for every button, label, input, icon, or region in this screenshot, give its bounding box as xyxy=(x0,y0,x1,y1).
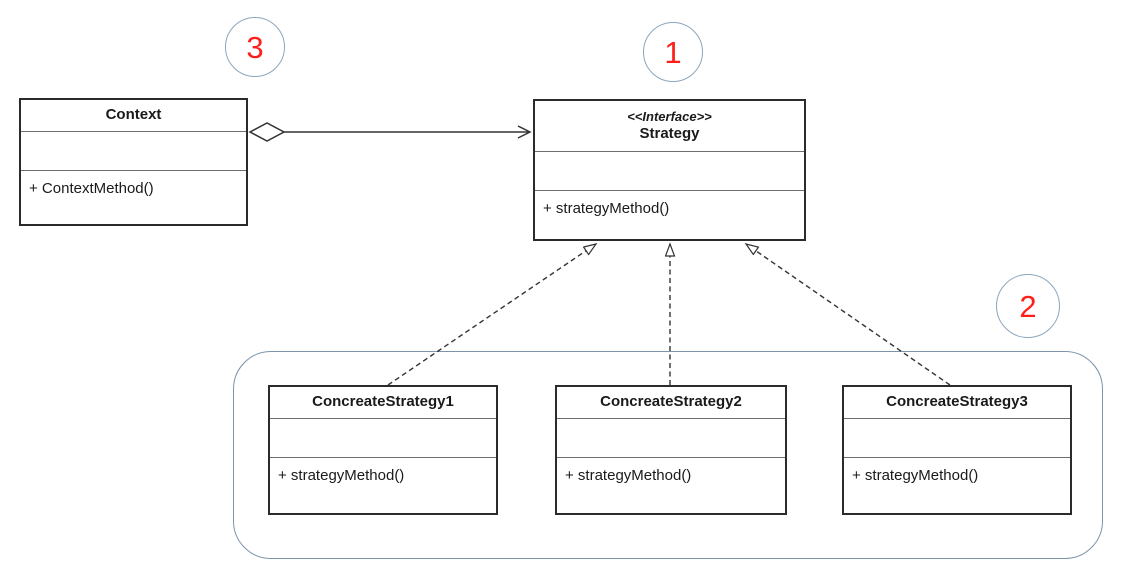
class-concreatestrategy1: ConcreateStrategy1 + strategyMethod() xyxy=(268,385,498,515)
class-concreatestrategy3: ConcreateStrategy3 + strategyMethod() xyxy=(842,385,1072,515)
method-label: + strategyMethod() xyxy=(844,457,1070,513)
open-arrowhead-icon xyxy=(517,125,532,139)
method-label: + ContextMethod() xyxy=(21,170,246,224)
concrete-strategies-container xyxy=(233,351,1103,559)
class-name: Context xyxy=(105,106,162,124)
class-name: ConcreateStrategy2 xyxy=(600,393,742,411)
method-label: + strategyMethod() xyxy=(557,457,785,513)
class-name: ConcreateStrategy1 xyxy=(312,393,454,411)
attributes-section xyxy=(21,131,246,170)
method-label: + strategyMethod() xyxy=(270,457,496,513)
step-marker-2: 2 xyxy=(996,274,1060,338)
method-label: + strategyMethod() xyxy=(535,190,804,239)
class-name: ConcreateStrategy3 xyxy=(886,393,1028,411)
class-strategy: <<Interface>> Strategy + strategyMethod(… xyxy=(533,99,806,241)
step-marker-3: 3 xyxy=(225,17,285,77)
attributes-section xyxy=(844,418,1070,457)
class-concreatestrategy2: ConcreateStrategy2 + strategyMethod() xyxy=(555,385,787,515)
attributes-section xyxy=(270,418,496,457)
step-marker-number: 1 xyxy=(664,34,682,70)
attributes-section xyxy=(535,151,804,190)
class-name: Strategy xyxy=(639,124,700,142)
step-marker-1: 1 xyxy=(643,22,703,82)
aggregation-diamond-icon xyxy=(248,122,286,142)
attributes-section xyxy=(557,418,785,457)
step-marker-number: 2 xyxy=(1019,288,1037,324)
interface-stereotype: <<Interface>> xyxy=(627,108,712,124)
class-context: Context + ContextMethod() xyxy=(19,98,248,226)
step-marker-number: 3 xyxy=(246,29,264,65)
